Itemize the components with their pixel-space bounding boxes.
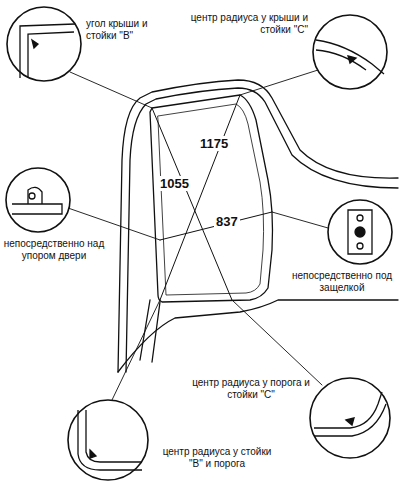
body-outline: [118, 80, 398, 372]
latch-plate: [348, 210, 372, 254]
leader-line: [70, 72, 152, 108]
point-marker: [90, 450, 96, 458]
callout-text: центр радиуса у крыши и стойки "С": [190, 12, 308, 36]
door-stop-pin: [29, 193, 35, 199]
door-stop-sketch: [12, 187, 62, 214]
detail-circle: [328, 200, 392, 264]
radius-sketch: [316, 40, 384, 74]
dimension-line: [160, 212, 272, 240]
point-marker: [32, 40, 38, 48]
dimension-number: 1055: [158, 176, 191, 191]
latch-pin: [355, 227, 365, 237]
detail-circle: [6, 168, 70, 232]
door-opening-inner: [158, 104, 264, 295]
radius-sketch: [78, 410, 142, 470]
leader-line: [112, 300, 160, 400]
dimension-line: [152, 108, 232, 300]
leader-line: [240, 70, 318, 95]
dimension-line: [160, 95, 240, 300]
dimension-number: 1175: [198, 136, 230, 151]
corner-sketch: [20, 24, 75, 78]
leader-line: [232, 300, 322, 385]
detail-circle: [7, 7, 81, 81]
latch-screw: [357, 243, 363, 249]
latch-screw: [357, 215, 363, 221]
leader-line: [272, 212, 328, 228]
callout-text: центр радиуса у стойки "В" и порога: [156, 446, 278, 470]
point-marker: [346, 418, 354, 425]
body-outline: [126, 88, 398, 372]
callout-text: центр радиуса у порога и стойки "С": [190, 377, 312, 401]
point-marker: [348, 56, 356, 63]
callout-text: непосредственно над упором двери: [2, 238, 106, 262]
radius-sketch: [314, 392, 386, 436]
door-opening: [150, 95, 273, 302]
callout-text: угол крыши и стойки "В": [86, 18, 170, 42]
detail-circle: [310, 378, 390, 458]
detail-circle: [313, 15, 387, 89]
b-pillar-line: [140, 300, 160, 362]
dimension-number: 837: [214, 214, 240, 229]
sill-outline: [118, 300, 398, 372]
callout-text: непосредственно под защелкой: [290, 270, 394, 294]
leader-line: [68, 208, 160, 240]
detail-circle: [68, 400, 148, 480]
